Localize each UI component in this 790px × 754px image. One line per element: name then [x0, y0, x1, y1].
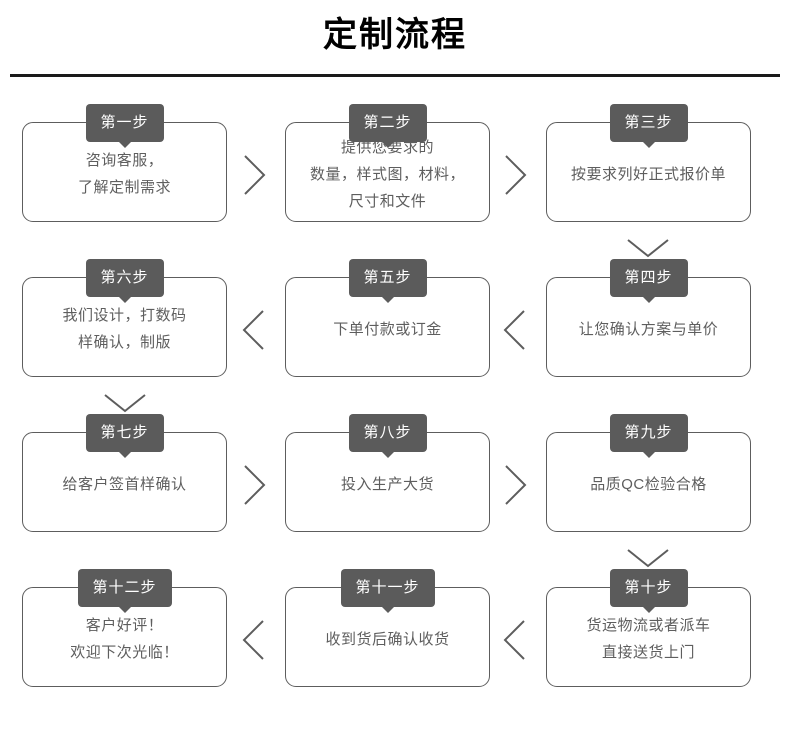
flow-step-card[interactable]: 第一步 咨询客服， 了解定制需求: [22, 104, 227, 222]
step-badge: 第九步: [609, 414, 688, 452]
step-text: 投入生产大货: [340, 475, 434, 493]
step-badge: 第四步: [609, 259, 688, 297]
step-text: 品质QC检验合格: [590, 475, 707, 493]
chevron-down-icon: [620, 542, 676, 572]
step-badge: 第七步: [85, 414, 164, 452]
page-header: 定制流程: [0, 0, 790, 77]
step-text: 给客户签首样确认: [62, 475, 187, 493]
step-badge: 第十一步: [340, 569, 435, 607]
step-text: 让您确认方案与单价: [578, 320, 719, 338]
flow-row-3: 第七步 给客户签首样确认 第八步 投入生产大货 第九步 品质QC检验合格: [0, 414, 790, 573]
chevron-right-icon: [237, 150, 271, 200]
step-badge: 第六步: [85, 259, 164, 297]
flow-step-card[interactable]: 第五步 下单付款或订金: [285, 259, 490, 377]
chevron-left-icon: [237, 615, 271, 665]
chevron-right-icon: [498, 150, 532, 200]
step-text: 我们设计，打数码 样确认，制版: [62, 307, 187, 351]
chevron-left-icon: [498, 615, 532, 665]
flow-step-card[interactable]: 第八步 投入生产大货: [285, 414, 490, 532]
step-badge: 第十二步: [77, 569, 172, 607]
step-text: 提供您要求的 数量，样式图，材料， 尺寸和文件: [309, 139, 465, 210]
chevron-left-icon: [237, 305, 271, 355]
chevron-right-icon: [498, 460, 532, 510]
flow-step-card[interactable]: 第六步 我们设计，打数码 样确认，制版: [22, 259, 227, 377]
flow-step-card[interactable]: 第二步 提供您要求的 数量，样式图，材料， 尺寸和文件: [285, 104, 490, 222]
step-text: 货运物流或者派车 直接送货上门: [586, 617, 711, 661]
chevron-down-icon: [620, 232, 676, 262]
chevron-left-icon: [498, 305, 532, 355]
flow-step-card[interactable]: 第十一步 收到货后确认收货: [285, 569, 490, 687]
flow-step-card[interactable]: 第七步 给客户签首样确认: [22, 414, 227, 532]
step-badge: 第三步: [609, 104, 688, 142]
flow-step-card[interactable]: 第九步 品质QC检验合格: [546, 414, 751, 532]
step-text: 收到货后确认收货: [325, 630, 450, 648]
flow-row-4: 第十二步 客户好评！ 欢迎下次光临！ 第十一步 收到货后确认收货 第十步 货运物…: [0, 569, 790, 728]
flow-row-2: 第六步 我们设计，打数码 样确认，制版 第五步 下单付款或订金 第四步 让您确认…: [0, 259, 790, 418]
flow-step-card[interactable]: 第四步 让您确认方案与单价: [546, 259, 751, 377]
step-badge: 第八步: [348, 414, 427, 452]
chevron-down-icon: [97, 387, 153, 417]
step-badge: 第十步: [609, 569, 688, 607]
flow-step-card[interactable]: 第三步 按要求列好正式报价单: [546, 104, 751, 222]
step-text: 客户好评！ 欢迎下次光临！: [70, 617, 179, 661]
process-flow-diagram: 第一步 咨询客服， 了解定制需求 第二步 提供您要求的 数量，样式图，材料， 尺…: [0, 77, 790, 727]
step-text: 下单付款或订金: [333, 320, 442, 338]
step-badge: 第五步: [348, 259, 427, 297]
step-badge: 第一步: [85, 104, 164, 142]
page-title: 定制流程: [323, 16, 467, 54]
step-text: 咨询客服， 了解定制需求: [77, 152, 171, 196]
step-text: 按要求列好正式报价单: [570, 165, 726, 183]
chevron-right-icon: [237, 460, 271, 510]
flow-row-1: 第一步 咨询客服， 了解定制需求 第二步 提供您要求的 数量，样式图，材料， 尺…: [0, 104, 790, 263]
title-divider: [10, 74, 780, 77]
step-badge: 第二步: [348, 104, 427, 142]
flow-step-card[interactable]: 第十步 货运物流或者派车 直接送货上门: [546, 569, 751, 687]
flow-step-card[interactable]: 第十二步 客户好评！ 欢迎下次光临！: [22, 569, 227, 687]
